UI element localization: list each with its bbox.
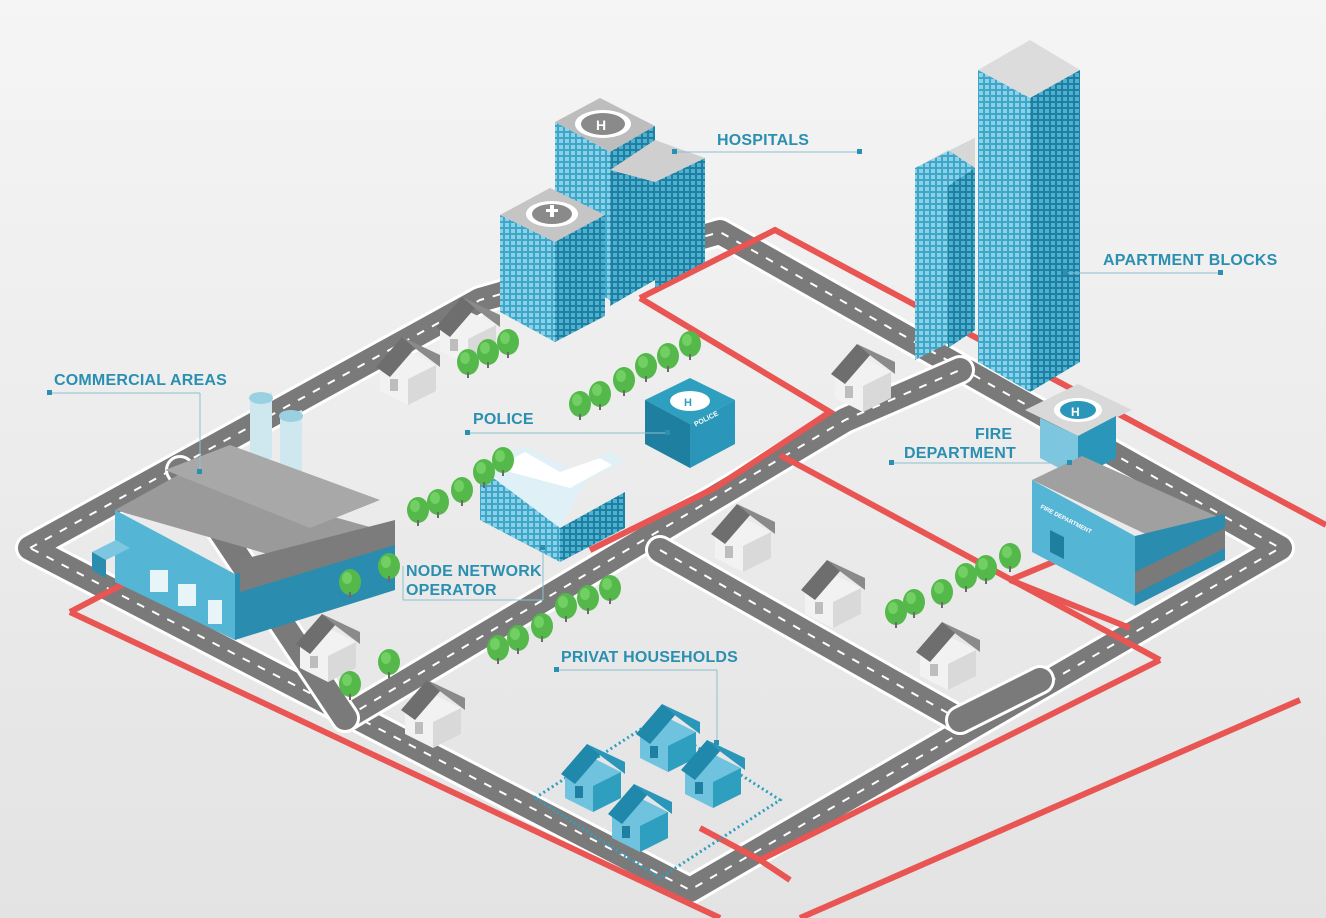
label-fire-department: FIRE DEPARTMENT: [889, 426, 1072, 465]
apartment-blocks-label: APARTMENT BLOCKS: [1103, 252, 1278, 269]
apartment-blocks: [915, 40, 1080, 392]
label-police: POLICE: [465, 411, 670, 435]
police-heliport-letter: H: [684, 397, 692, 409]
network-cables: [68, 226, 1326, 918]
label-apartment-blocks: APARTMENT BLOCKS: [1063, 252, 1278, 275]
label-privat-households: PRIVAT HOUSEHOLDS: [554, 649, 738, 745]
privat-households-cluster: [532, 704, 783, 880]
label-node-network-operator: NODE NETWORK OPERATOR: [402, 545, 545, 601]
police-label: POLICE: [473, 411, 534, 428]
fire-department-label-line2: DEPARTMENT: [904, 445, 1016, 462]
node-network-operator-label-line1: NODE NETWORK: [406, 563, 542, 580]
fire-department-building: H FIRE DEPARTMENT: [1025, 384, 1225, 606]
label-hospitals: HOSPITALS: [672, 132, 862, 154]
fire-department-label-line1: FIRE: [975, 426, 1012, 443]
hospital-heliport-letter: H: [596, 117, 606, 133]
police-building: H POLICE: [645, 378, 735, 468]
label-commercial-areas: COMMERCIAL AREAS: [47, 372, 227, 474]
fire-heliport-letter: H: [1071, 405, 1080, 419]
privat-households-label: PRIVAT HOUSEHOLDS: [561, 649, 738, 666]
commercial-areas-label: COMMERCIAL AREAS: [54, 372, 227, 389]
hospitals-label: HOSPITALS: [717, 132, 809, 149]
node-network-operator-building: [480, 446, 625, 562]
hospitals: H: [500, 98, 705, 342]
commercial-factory: [92, 392, 395, 640]
node-network-operator-label-line2: OPERATOR: [406, 582, 497, 599]
